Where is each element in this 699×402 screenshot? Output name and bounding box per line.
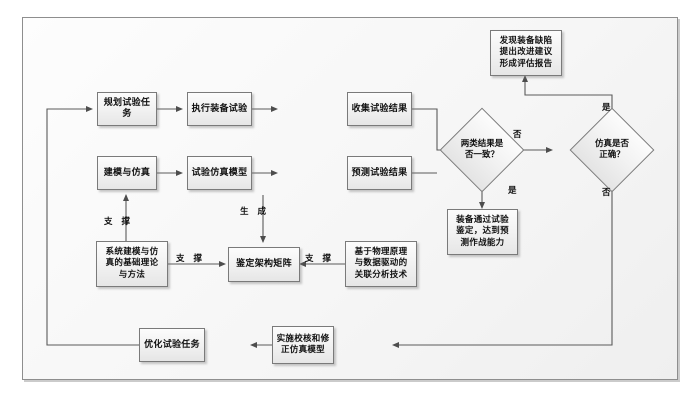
edge-label-yes-1: 是 bbox=[508, 186, 517, 196]
edge-label-support-2: 支 撑 bbox=[176, 254, 205, 264]
diagram-frame bbox=[22, 17, 678, 380]
verify-line-2: 正仿真模型 bbox=[280, 345, 325, 355]
node-verify-fix-model[interactable]: 实施校核和修 正仿真模型 bbox=[272, 326, 334, 364]
dec1-line-2: 否一致？ bbox=[464, 150, 499, 160]
defect-line-1: 发现装备缺陷 bbox=[499, 35, 553, 46]
correlation-line-2: 与数据驱动的 bbox=[354, 258, 408, 269]
edge-label-no-1: 否 bbox=[513, 130, 522, 140]
node-optimize-task[interactable]: 优化试验任务 bbox=[139, 328, 205, 362]
node-plan-test-task[interactable]: 规划试验任务 bbox=[97, 92, 157, 126]
dec2-line-1: 仿真是否 bbox=[594, 138, 629, 149]
verify-line-1: 实施校核和修 bbox=[276, 333, 330, 344]
decision-results-consistent-label: 两类结果是 否一致？ bbox=[452, 120, 512, 180]
decision-sim-correct-label: 仿真是否 正确？ bbox=[582, 120, 642, 180]
node-collect-test-result[interactable]: 收集试验结果 bbox=[347, 92, 412, 126]
node-test-sim-model[interactable]: 试验仿真模型 bbox=[187, 156, 252, 190]
theory-line-1: 系统建模与仿 bbox=[105, 246, 159, 257]
decision-sim-correct[interactable]: 仿真是否 正确？ bbox=[569, 107, 655, 193]
node-equip-pass[interactable]: 装备通过试验 鉴定，达到预 测作战能力 bbox=[447, 209, 518, 255]
node-defect-report[interactable]: 发现装备缺陷 提出改进建议 形成评估报告 bbox=[490, 30, 562, 76]
equip-line-2: 鉴定，达到预 bbox=[456, 226, 509, 237]
node-model-and-sim[interactable]: 建模与仿真 bbox=[97, 156, 157, 190]
edge-label-support-1: 支 撑 bbox=[104, 217, 133, 227]
defect-line-3: 形成评估报告 bbox=[499, 58, 553, 69]
edge-label-no-2: 否 bbox=[602, 188, 611, 198]
dec2-line-2: 正确？ bbox=[599, 150, 625, 160]
edge-label-yes-2: 是 bbox=[602, 103, 611, 113]
node-theory-method[interactable]: 系统建模与仿 真的基础理论 与方法 bbox=[96, 241, 168, 287]
theory-line-2: 真的基础理论 bbox=[105, 258, 159, 269]
equip-line-3: 测作战能力 bbox=[460, 237, 505, 248]
correlation-line-1: 基于物理原理 bbox=[354, 246, 408, 257]
defect-line-2: 提出改进建议 bbox=[499, 47, 553, 58]
node-appraisal-matrix[interactable]: 鉴定架构矩阵 bbox=[228, 247, 300, 282]
edge-label-generate: 生 成 bbox=[240, 207, 269, 217]
correlation-line-3: 关联分析技术 bbox=[354, 269, 408, 280]
node-correlation-tech[interactable]: 基于物理原理 与数据驱动的 关联分析技术 bbox=[345, 241, 417, 287]
theory-line-3: 与方法 bbox=[118, 269, 146, 280]
equip-line-1: 装备通过试验 bbox=[456, 214, 509, 225]
decision-results-consistent[interactable]: 两类结果是 否一致？ bbox=[439, 107, 525, 193]
dec1-line-1: 两类结果是 bbox=[460, 138, 504, 149]
node-predict-test-result[interactable]: 预测试验结果 bbox=[347, 156, 412, 190]
edge-label-support-3: 支 撑 bbox=[305, 254, 334, 264]
node-execute-equip-test[interactable]: 执行装备试验 bbox=[187, 92, 252, 126]
